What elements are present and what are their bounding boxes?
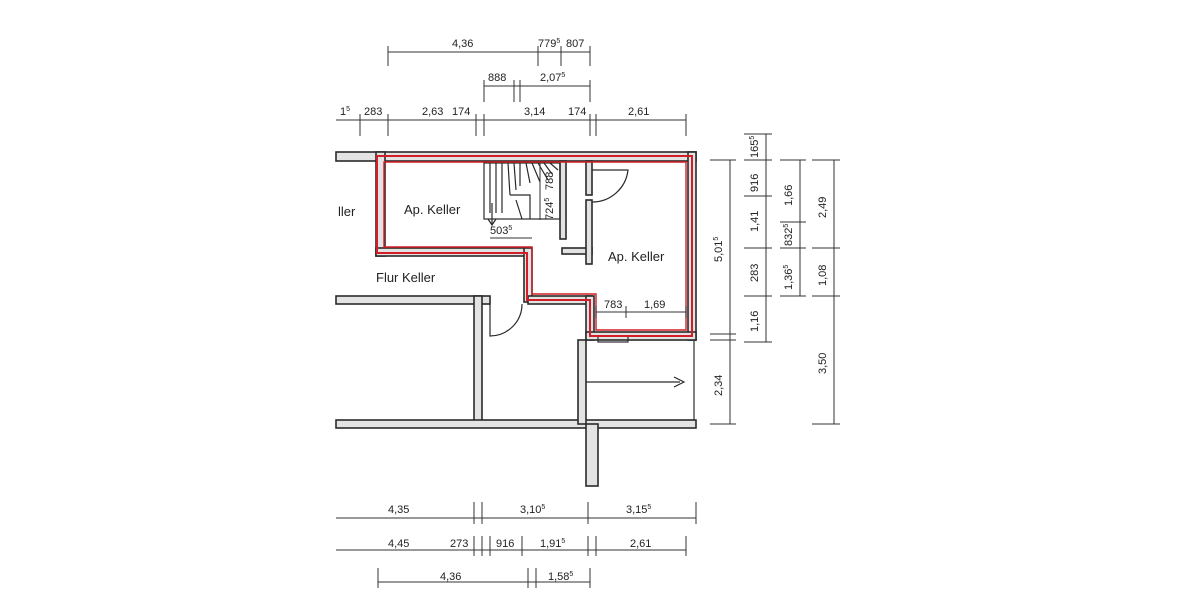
entry-arrow: [673, 376, 686, 388]
wall-lower-right-room-left: [577, 339, 587, 425]
dim-bottom1-3155: 3,155: [626, 504, 651, 516]
wall-lower-mid: [473, 295, 483, 425]
walls: [335, 151, 697, 487]
highlight-outline: [376, 155, 693, 337]
dim-right-283: 283: [749, 264, 761, 282]
dim-bottom3-1585: 1,585: [548, 571, 573, 583]
room-label-ap-keller-right: Ap. Keller: [608, 249, 665, 264]
dim-top3-174b: 174: [568, 106, 586, 118]
door-right-room: [591, 169, 629, 203]
dim-room-783: 783: [604, 299, 622, 311]
dim-right-1365: 1,365: [783, 265, 795, 290]
dim-right-166: 1,66: [783, 185, 795, 206]
outline-inner: [383, 161, 687, 331]
dim-bottom2-1915: 1,915: [540, 538, 565, 550]
dim-right-350: 3,50: [817, 353, 829, 374]
stair-arrow: [487, 218, 497, 227]
dim-right-5015: 5,015: [713, 237, 725, 262]
door-corridor: [489, 303, 523, 337]
dimension-lines: [336, 46, 840, 588]
dim-bottom2-916: 916: [496, 538, 514, 550]
dim-right-141: 1,41: [749, 211, 761, 232]
dim-top3-261: 2,61: [628, 106, 649, 118]
outline-outer: [376, 155, 693, 337]
dim-top3-partial: 15: [340, 106, 350, 118]
dim-stair-5035: 5035: [490, 225, 512, 237]
dim-right-916: 916: [749, 174, 761, 192]
wall-right-room-top-left: [585, 160, 593, 196]
room-labels: Ap. Keller Ap. Keller Flur Keller ller: [338, 202, 665, 285]
dim-top1-7795: 7795: [538, 38, 560, 50]
dim-stair-788: 788: [544, 172, 556, 190]
dim-right-1655: 1655: [749, 136, 761, 158]
dim-top2-2075: 2,075: [540, 72, 565, 84]
dim-bottom2-273: 273: [450, 538, 468, 550]
stair-treads: [489, 162, 559, 220]
wall-lower-stub: [585, 423, 599, 487]
dim-bottom2-445: 4,45: [388, 538, 409, 550]
dim-top3-263: 2,63: [422, 106, 443, 118]
dim-bottom3-436: 4,36: [440, 571, 461, 583]
room-label-ap-keller-left: Ap. Keller: [404, 202, 461, 217]
dim-right-108: 1,08: [817, 265, 829, 286]
dim-right-8325: 8325: [783, 224, 795, 246]
wall-stair-right: [559, 160, 567, 240]
dim-room-169: 1,69: [644, 299, 665, 311]
dim-right-116: 1,16: [749, 311, 761, 332]
dim-top3-283: 283: [364, 106, 382, 118]
room-label-keller-partial: ller: [338, 204, 356, 219]
wall-right-room-mid-left: [585, 199, 593, 265]
dim-bottom1-3105: 3,105: [520, 504, 545, 516]
dim-top2-888: 888: [488, 72, 506, 84]
staircase: [483, 162, 561, 239]
dim-top1-436: 4,36: [452, 38, 473, 50]
dim-right-234: 2,34: [713, 375, 725, 396]
dim-bottom1-435: 4,35: [388, 504, 409, 516]
dimension-labels: 4,36 7795 807 888 2,075 15 283 2,63 174 …: [340, 38, 829, 583]
wall-lower-bottom: [335, 419, 697, 429]
dim-top3-314: 3,14: [524, 106, 545, 118]
dim-top3-174a: 174: [452, 106, 470, 118]
dim-top1-807: 807: [566, 38, 584, 50]
wall-corridor-bottom: [335, 295, 491, 305]
dim-right-249: 2,49: [817, 197, 829, 218]
doors: [489, 169, 629, 337]
room-label-flur-keller: Flur Keller: [376, 270, 436, 285]
dim-stair-7245: 7245: [544, 198, 556, 220]
dim-bottom2-261: 2,61: [630, 538, 651, 550]
